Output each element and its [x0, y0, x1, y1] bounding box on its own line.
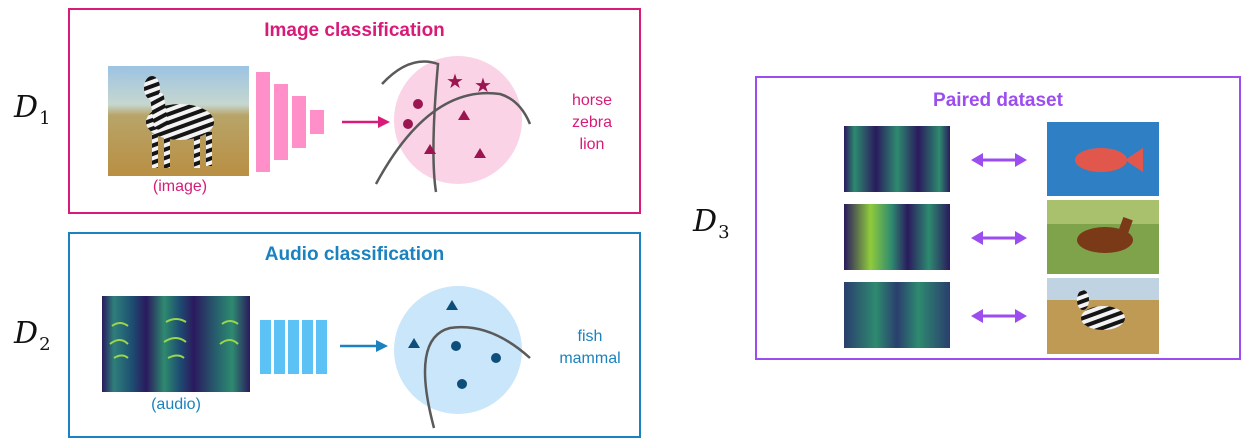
audio-encoder-icon	[260, 320, 327, 374]
dataset-subscript: 2	[39, 334, 51, 355]
image-encoder-icon	[256, 72, 324, 172]
class-label: mammal	[559, 350, 621, 367]
image-classification-panel: Image classification (image)	[68, 8, 641, 214]
fish-photo-icon	[1047, 122, 1159, 196]
class-label: zebra	[571, 114, 613, 131]
class-label: fish	[577, 328, 603, 345]
zebra-photo-icon	[1047, 278, 1159, 354]
panel-title: Paired dataset	[933, 90, 1063, 111]
paired-dataset-panel: Paired dataset	[755, 76, 1241, 360]
audio-classification-panel: Audio classification (audio)	[68, 232, 641, 438]
horse-photo-icon	[1047, 200, 1159, 274]
double-arrow-icon	[971, 231, 1027, 245]
double-arrow-icon	[971, 309, 1027, 323]
dataset-label-d1: D1	[14, 90, 51, 129]
svg-text:★: ★	[474, 73, 492, 97]
spectrogram-icon	[102, 296, 250, 392]
spectrogram-icon	[844, 204, 950, 270]
arrow-right-icon	[340, 340, 388, 352]
dataset-letter: D	[693, 204, 718, 239]
dataset-label-d3: D3	[693, 204, 730, 243]
dataset-letter: D	[14, 90, 39, 125]
class-label: lion	[579, 136, 605, 153]
audio-caption: (audio)	[151, 396, 201, 413]
svg-text:★: ★	[446, 69, 464, 93]
zebra-photo-icon	[108, 66, 249, 176]
image-class-list: horse zebra lion	[552, 90, 632, 156]
panel-title: Image classification	[264, 20, 445, 41]
spectrogram-icon	[844, 282, 950, 348]
audio-class-list: fish mammal	[550, 326, 630, 370]
panel-title: Audio classification	[264, 244, 445, 265]
spectrogram-icon	[844, 126, 950, 192]
dataset-letter: D	[14, 316, 39, 351]
double-arrow-icon	[971, 153, 1027, 167]
class-label: horse	[571, 92, 613, 109]
audio-embedding-space	[394, 286, 531, 429]
dataset-subscript: 3	[718, 222, 730, 243]
image-caption: (image)	[152, 178, 208, 195]
image-embedding-space: ★ ★	[374, 56, 532, 193]
arrow-right-icon	[342, 116, 390, 128]
dataset-subscript: 1	[39, 108, 51, 129]
dataset-label-d2: D2	[14, 316, 51, 355]
